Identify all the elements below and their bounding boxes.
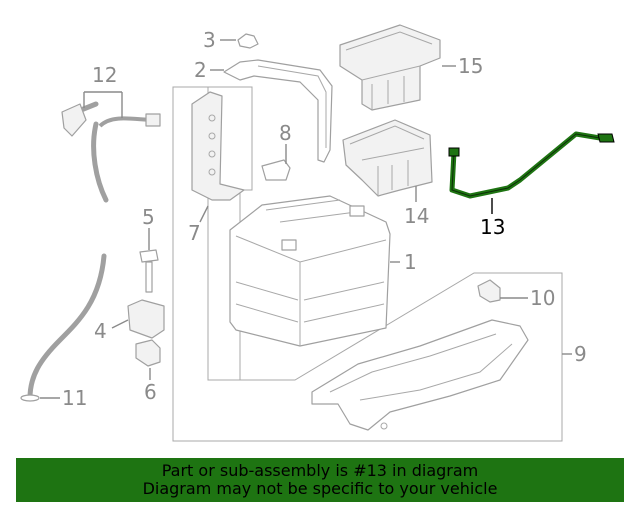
banner-line-2: Diagram may not be specific to your vehi… — [142, 479, 498, 498]
callout-4[interactable]: 4 — [94, 319, 107, 343]
battery-part[interactable] — [229, 195, 391, 347]
negative-cable-part[interactable] — [61, 101, 161, 203]
callout-13[interactable]: 13 — [480, 215, 505, 239]
info-banner: Part or sub-assembly is #13 in diagram D… — [16, 458, 624, 502]
callout-2[interactable]: 2 — [194, 58, 207, 82]
parts-diagram: 1 2 3 4 5 6 7 8 9 10 11 12 13 14 15 — [20, 24, 615, 442]
fuse-block-part[interactable] — [342, 119, 433, 197]
block-4-part[interactable] — [127, 299, 165, 339]
leader-4 — [111, 319, 129, 329]
bracket-6-part[interactable] — [135, 339, 161, 367]
clip-part[interactable] — [477, 279, 501, 303]
callout-7[interactable]: 7 — [188, 221, 201, 245]
callout-14[interactable]: 14 — [404, 204, 429, 228]
banner-line-1: Part or sub-assembly is #13 in diagram — [161, 461, 479, 480]
nut-part[interactable] — [237, 33, 259, 49]
bolt-8-part[interactable] — [261, 159, 291, 181]
leader-12 — [83, 91, 123, 118]
side-bracket-part[interactable] — [191, 91, 245, 201]
bolt-5-part[interactable] — [139, 249, 159, 293]
leader-7 — [199, 205, 209, 223]
callout-5[interactable]: 5 — [142, 205, 155, 229]
callout-12[interactable]: 12 — [92, 63, 117, 87]
callout-8[interactable]: 8 — [279, 121, 292, 145]
vent-tube-part[interactable] — [20, 253, 107, 402]
fuse-cover-part[interactable] — [339, 24, 441, 111]
callout-10[interactable]: 10 — [530, 286, 555, 310]
callout-9[interactable]: 9 — [574, 342, 587, 366]
battery-tray-part[interactable] — [311, 319, 529, 431]
callout-3[interactable]: 3 — [203, 28, 216, 52]
callout-11[interactable]: 11 — [62, 386, 87, 410]
callout-6[interactable]: 6 — [144, 380, 157, 404]
hold-down-bracket-part[interactable] — [223, 59, 333, 163]
callout-15[interactable]: 15 — [458, 54, 483, 78]
highlighted-cable-part[interactable] — [448, 131, 615, 199]
callout-1[interactable]: 1 — [404, 250, 417, 274]
